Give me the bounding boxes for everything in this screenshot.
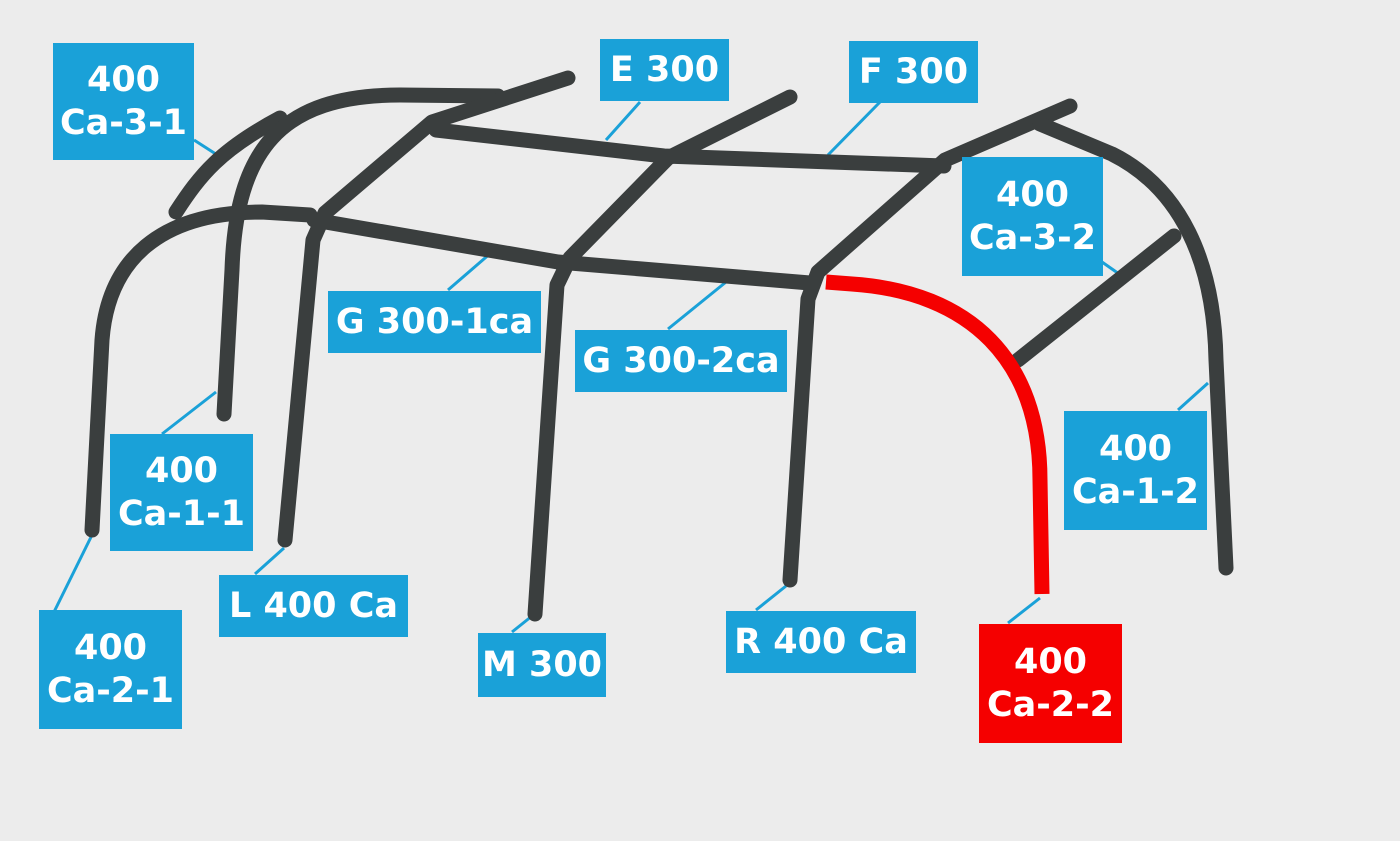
- label-ca-3-1-code: Ca-3-1: [59, 102, 188, 143]
- leader-m-300: [511, 614, 533, 634]
- label-e-300: E 300: [600, 39, 729, 101]
- pole-back-left-arch: [168, 110, 288, 220]
- pole-ca-1-1: [216, 87, 506, 422]
- label-l-400-ca: L 400 Ca: [219, 575, 408, 637]
- leader-f-300: [826, 100, 882, 157]
- leader-e-300: [604, 100, 642, 142]
- leader-ca-2-1: [52, 534, 94, 613]
- label-ca-1-2: 400 Ca-1-2: [1064, 411, 1207, 530]
- leader-ca-1-2: [1176, 381, 1210, 412]
- leader-ca-2-2: [1007, 596, 1041, 625]
- label-l-400-ca-text: L 400 Ca: [228, 586, 399, 626]
- label-r-400-ca-text: R 400 Ca: [734, 622, 908, 662]
- label-ca-3-1: 400 Ca-3-1: [53, 43, 194, 160]
- pole-r: [782, 98, 1078, 588]
- label-ca-2-2-code: Ca-2-2: [986, 684, 1115, 725]
- leader-l-400-ca: [253, 546, 286, 576]
- label-ca-1-2-number: 400: [1098, 428, 1173, 469]
- pole-front-ridge: [306, 212, 818, 291]
- leader-g-300-2ca: [667, 280, 727, 331]
- label-ca-2-1-number: 400: [73, 627, 148, 668]
- leader-lines: [52, 100, 1210, 634]
- label-ca-1-1-code: Ca-1-1: [117, 493, 246, 534]
- pole-ca-1-2: [1032, 116, 1234, 576]
- label-ca-2-1: 400 Ca-2-1: [39, 610, 182, 729]
- label-ca-2-2-number: 400: [1013, 641, 1088, 682]
- label-m-300-text: M 300: [481, 645, 603, 685]
- label-g-300-1ca: G 300-1ca: [328, 291, 541, 353]
- label-g-300-1ca-text: G 300-1ca: [335, 302, 534, 342]
- label-ca-1-1: 400 Ca-1-1: [110, 434, 253, 551]
- label-ca-3-2: 400 Ca-3-2: [962, 157, 1103, 276]
- label-ca-3-2-number: 400: [995, 174, 1070, 215]
- frame-poles: [84, 70, 1234, 622]
- leader-ca-1-1: [161, 390, 217, 436]
- leader-r-400-ca: [755, 584, 787, 612]
- label-e-300-text: E 300: [609, 50, 720, 90]
- pole-ca-2-1: [84, 204, 318, 538]
- label-ca-1-1-number: 400: [144, 450, 219, 491]
- label-g-300-2ca-text: G 300-2ca: [582, 341, 780, 381]
- pole-ca-2-2-highlight: [825, 274, 1050, 595]
- label-m-300: M 300: [478, 633, 606, 697]
- leader-g-300-1ca: [447, 250, 493, 292]
- pole-brace: [1010, 228, 1182, 368]
- label-ca-2-1-code: Ca-2-1: [46, 670, 175, 711]
- label-g-300-2ca: G 300-2ca: [575, 330, 787, 392]
- label-f-300: F 300: [849, 41, 978, 103]
- label-ca-3-1-number: 400: [86, 59, 161, 100]
- pole-back-ridge: [428, 122, 952, 174]
- label-f-300-text: F 300: [858, 52, 969, 92]
- label-r-400-ca: R 400 Ca: [726, 611, 916, 673]
- label-ca-2-2-highlighted: 400 Ca-2-2: [979, 624, 1122, 743]
- label-ca-1-2-code: Ca-1-2: [1071, 471, 1200, 512]
- label-ca-3-2-code: Ca-3-2: [968, 217, 1097, 258]
- pole-e-l: [277, 70, 576, 548]
